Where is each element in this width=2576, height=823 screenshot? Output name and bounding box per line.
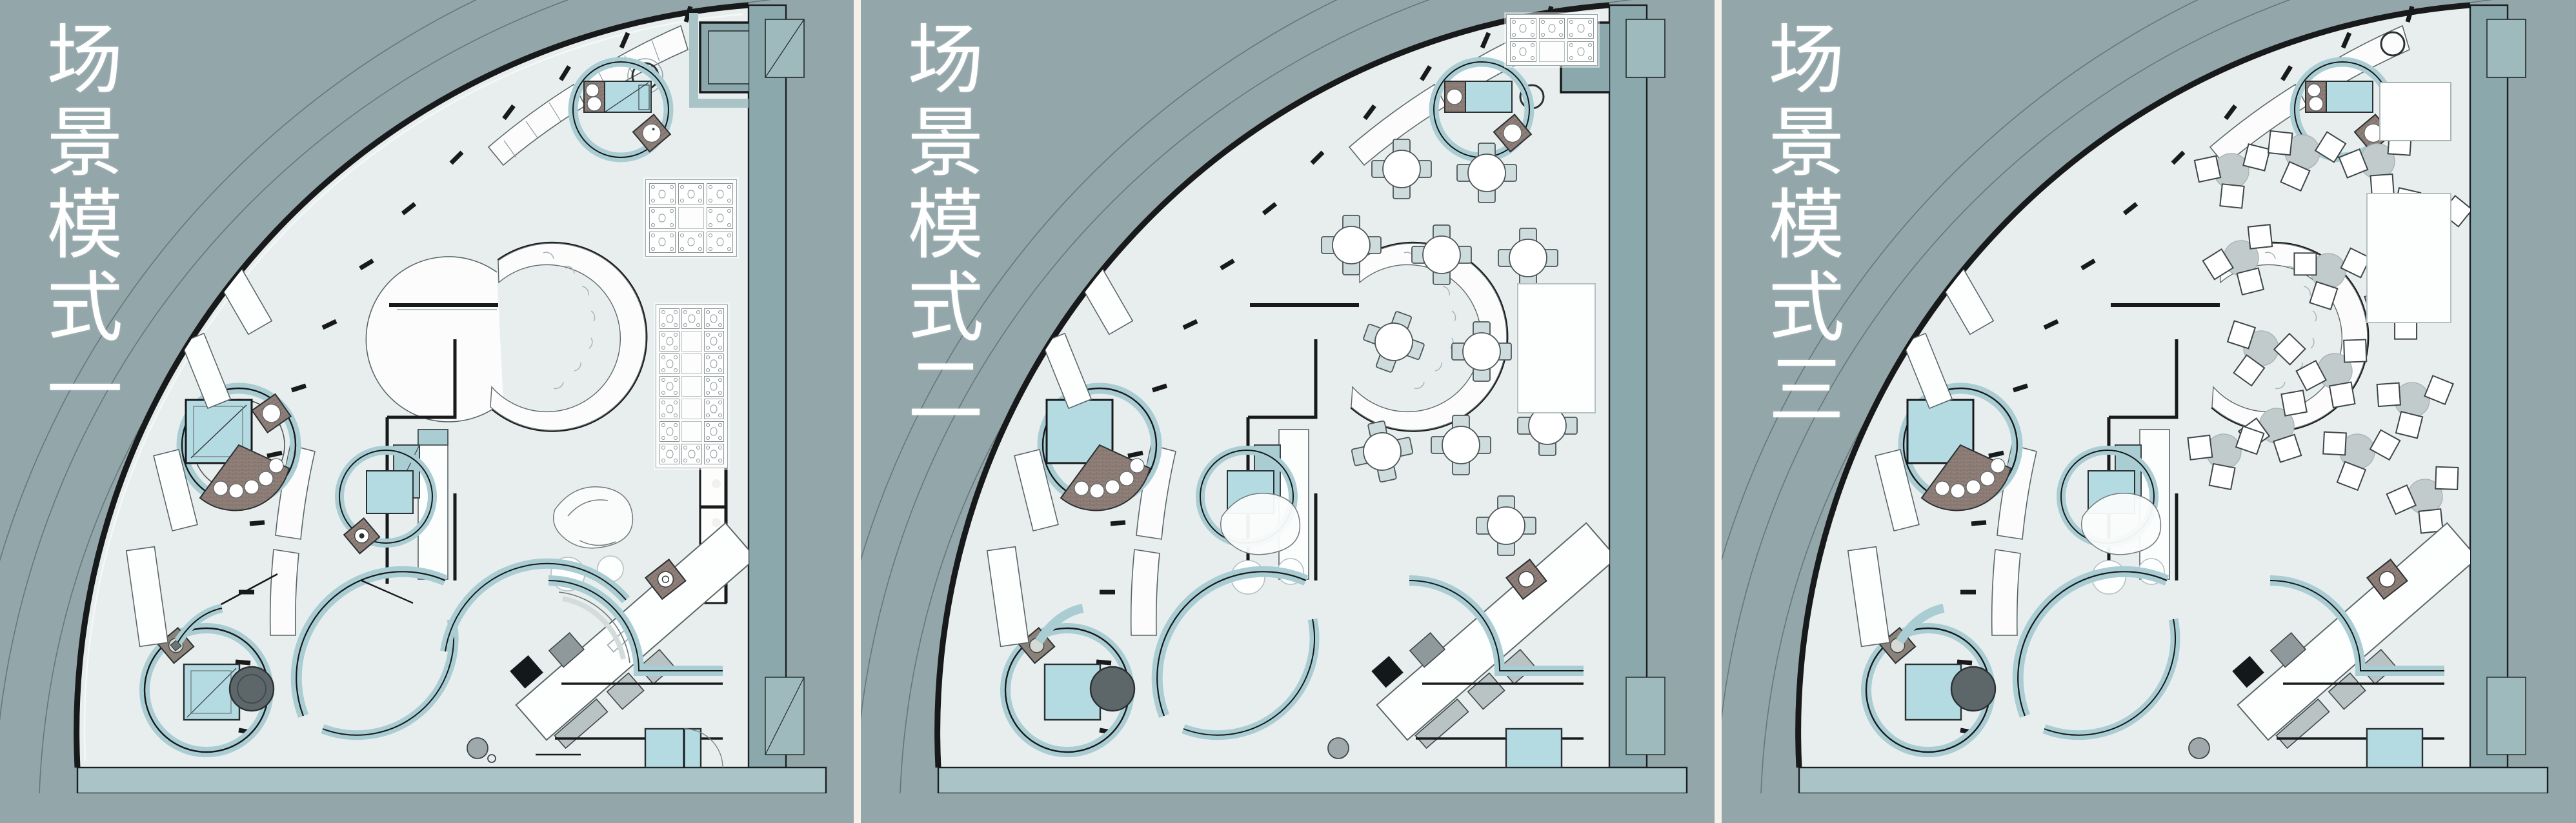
floor-plan-drawing-3 [1722,0,2575,823]
scene-mode-panel-1: 场景模式一 [0,0,854,823]
scene-mode-panel-3: 场景模式三 [1722,0,2575,823]
detail-diagram-banquet-layout [645,179,737,257]
panel-divider-1 [854,0,861,823]
detail-diagram-banquet-layout [1506,14,1598,66]
scene-mode-panel-2: 场景模式二 [861,0,1715,823]
floor-plan-drawing-2 [861,0,1715,823]
panel-divider-2 [1715,0,1722,823]
detail-diagram-classroom-layout [656,304,728,468]
floor-plan-drawing-1 [0,0,854,823]
